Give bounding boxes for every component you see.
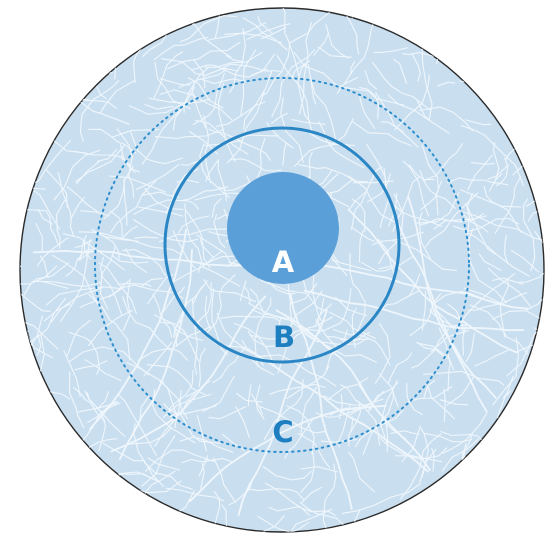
zone-a-label: A <box>272 245 295 279</box>
street-line <box>437 20 475 64</box>
street-line <box>0 331 28 350</box>
zone-b-label: B <box>273 320 295 354</box>
street-line <box>463 454 480 537</box>
street-line <box>80 65 113 73</box>
street-line <box>174 9 193 25</box>
zone-c-label: C <box>272 415 293 449</box>
street-line <box>0 235 21 266</box>
street-line <box>534 328 554 373</box>
